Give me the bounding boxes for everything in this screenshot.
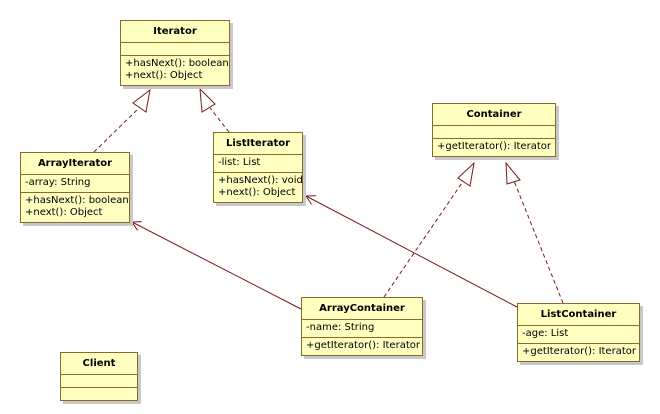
class-name: ListContainer	[540, 309, 617, 320]
realization-listcontainer-container	[505, 161, 564, 304]
methods-compartment	[61, 387, 137, 400]
method-row: +hasNext(): boolean	[25, 195, 129, 206]
realization-arraycontainer-container	[383, 161, 475, 298]
class-list-iterator[interactable]: ListIterator -list: List +hasNext(): void+…	[213, 132, 303, 203]
attribute-row: -name: String	[306, 322, 375, 333]
class-array-iterator[interactable]: ArrayIterator -array: String +hasNext(): b…	[20, 152, 130, 223]
attributes-compartment	[61, 374, 137, 387]
realization-listiterator-iterator	[199, 87, 230, 133]
class-array-container[interactable]: ArrayContainer -name: String +getIterator(…	[301, 297, 423, 356]
attributes-compartment: -list: List	[214, 154, 302, 172]
methods-compartment: +getIterator(): Iterator	[433, 138, 555, 156]
class-name: ArrayIterator	[37, 158, 113, 169]
class-name: ListIterator	[225, 138, 291, 149]
class-name: Client	[82, 358, 116, 369]
method-row: +next(): Object	[218, 187, 296, 198]
attributes-compartment	[433, 125, 555, 138]
realization-arrayiterator-iterator	[93, 88, 151, 153]
association-arraycontainer-arrayiterator	[132, 222, 302, 310]
class-name: ArrayContainer	[319, 303, 405, 314]
attribute-row: -list: List	[218, 157, 261, 168]
method-row: +hasNext(): void	[218, 175, 303, 186]
attributes-compartment: -array: String	[21, 174, 129, 192]
attributes-compartment: -name: String	[302, 319, 422, 337]
methods-compartment: +hasNext(): void+next(): Object	[214, 172, 303, 202]
method-row: +getIterator(): Iterator	[437, 141, 551, 152]
attributes-compartment	[121, 42, 229, 55]
method-row: +next(): Object	[125, 70, 203, 81]
class-iterator[interactable]: Iterator +hasNext(): boolean+next(): Obje…	[120, 20, 230, 86]
class-container[interactable]: Container +getIterator(): Iterator	[432, 103, 556, 157]
class-client[interactable]: Client	[60, 352, 138, 401]
method-row: +getIterator(): Iterator	[522, 346, 636, 357]
methods-compartment: +hasNext(): boolean+next(): Object	[121, 55, 229, 85]
method-row: +next(): Object	[25, 207, 103, 218]
attribute-row: -age: List	[522, 328, 569, 339]
class-list-container[interactable]: ListContainer -age: List +getIterator(): I…	[517, 303, 640, 362]
class-name: Container	[466, 109, 522, 120]
methods-compartment: +getIterator(): Iterator	[302, 337, 422, 355]
methods-compartment: +hasNext(): boolean+next(): Object	[21, 192, 129, 222]
attribute-row: -array: String	[25, 177, 91, 188]
attributes-compartment: -age: List	[518, 325, 639, 343]
method-row: +getIterator(): Iterator	[306, 340, 420, 351]
method-row: +hasNext(): boolean	[125, 58, 229, 69]
association-listcontainer-listiterator	[306, 196, 518, 308]
methods-compartment: +getIterator(): Iterator	[518, 343, 639, 361]
class-name: Iterator	[153, 26, 197, 37]
